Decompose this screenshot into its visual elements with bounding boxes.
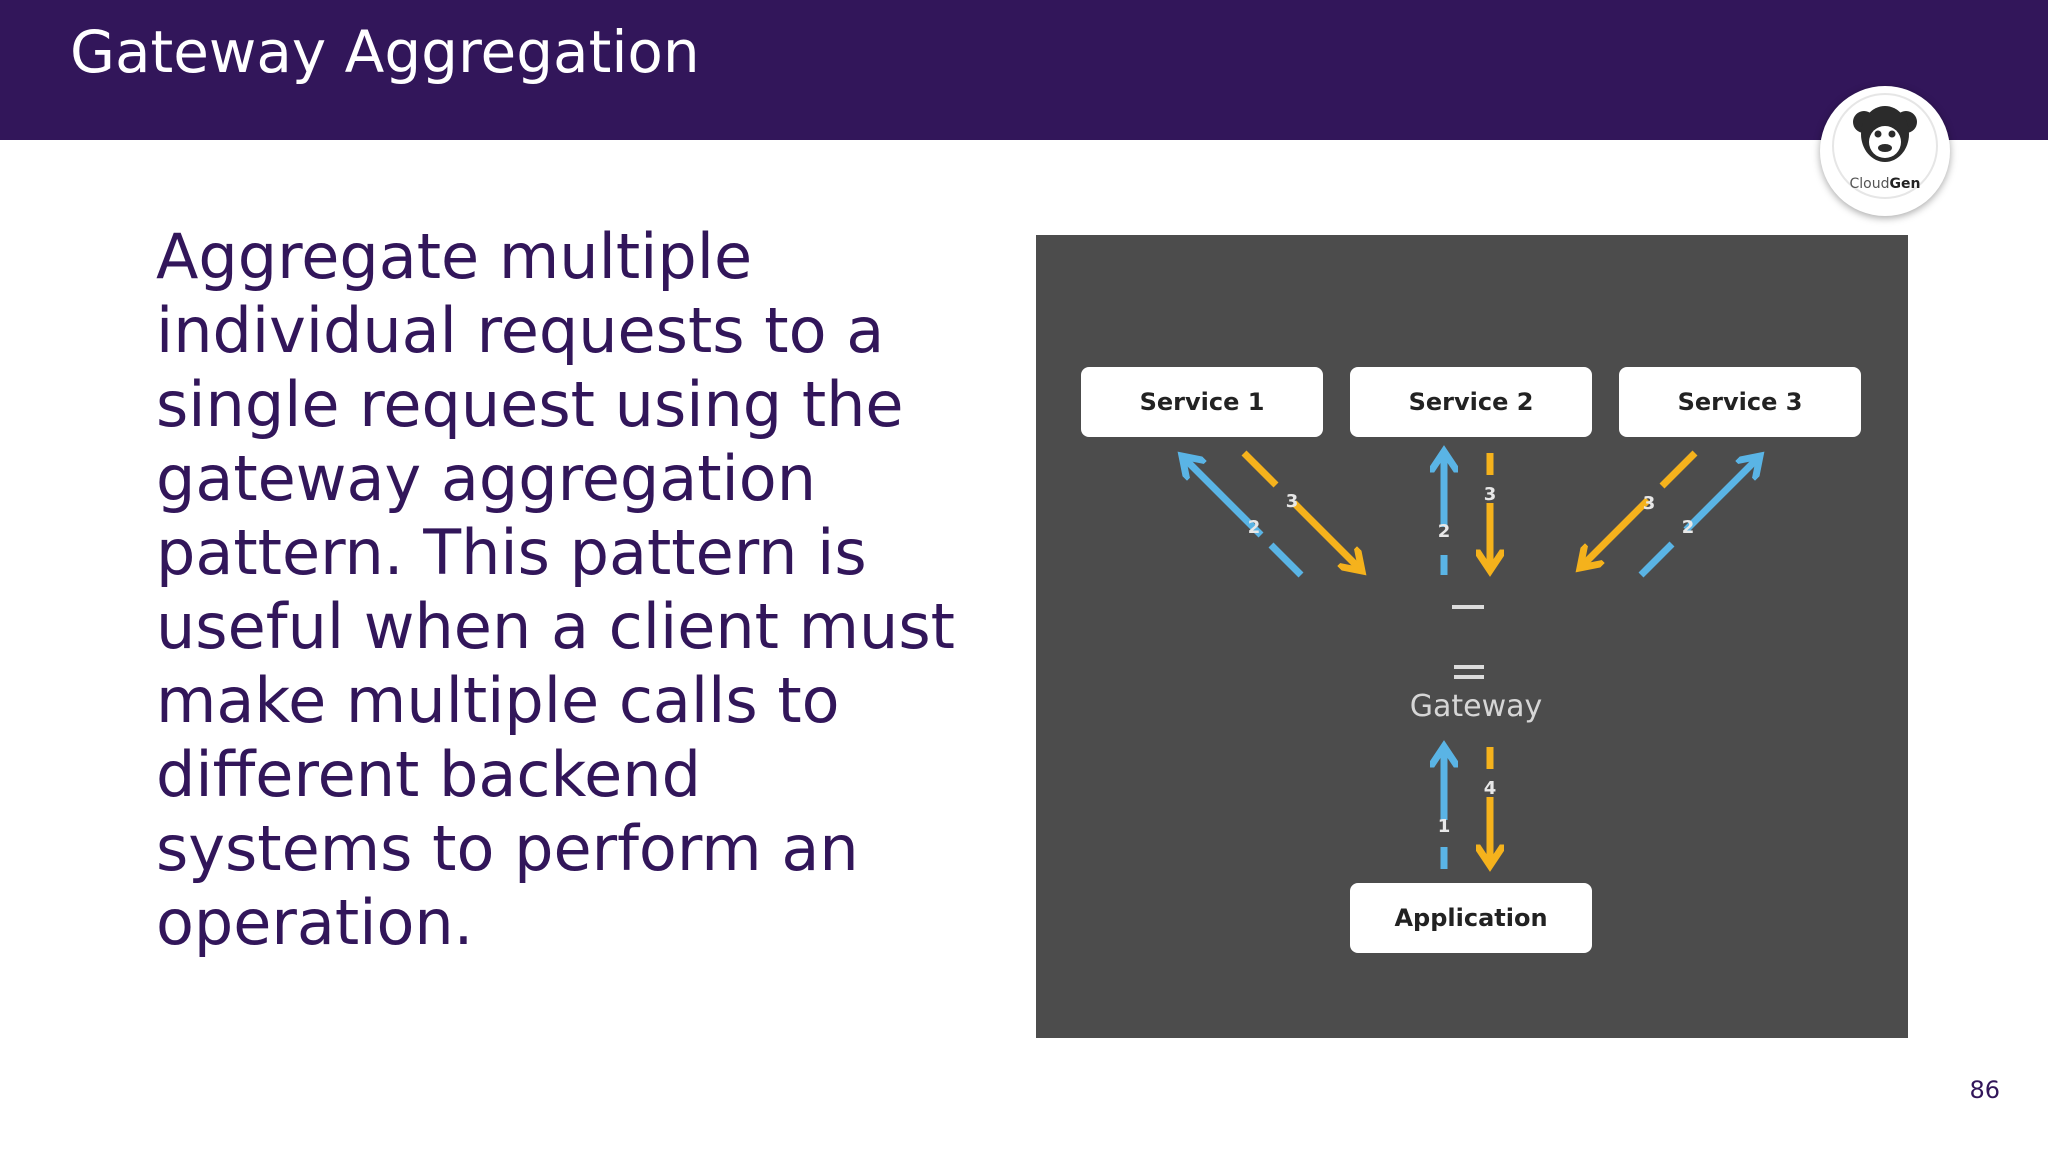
service-3-box: Service 3 (1619, 367, 1861, 437)
service1-request-arrow (1186, 460, 1304, 578)
service3-request-arrow (1638, 460, 1756, 578)
gateway-aggregation-diagram: 3 2 3 2 3 2 4 1 Service 1 Service 2 Serv… (1036, 235, 1908, 1038)
application-box: Application (1350, 883, 1592, 953)
diagram-arrows: 3 2 3 2 3 2 4 1 (1036, 235, 1908, 1038)
step-label: 2 (1682, 517, 1695, 538)
step-label: 1 (1438, 816, 1451, 837)
step-label: 4 (1484, 778, 1497, 799)
service3-response-arrow (1584, 450, 1698, 564)
monkey-icon (1832, 93, 1938, 199)
description-text: Aggregate multiple individual requests t… (156, 220, 955, 959)
step-label: 3 (1484, 484, 1497, 505)
page-title: Gateway Aggregation (70, 18, 700, 86)
gateway-label: Gateway (1409, 689, 1543, 724)
title-bar: Gateway Aggregation (0, 0, 2048, 140)
step-label: 3 (1286, 491, 1299, 512)
service1-response-arrow (1241, 450, 1358, 567)
service-1-box: Service 1 (1081, 367, 1323, 437)
step-label: 3 (1643, 493, 1656, 514)
service-2-box: Service 2 (1350, 367, 1592, 437)
page-number: 86 (1969, 1076, 2000, 1104)
step-label: 2 (1248, 517, 1261, 538)
logo-wordmark: CloudGen (1849, 176, 1921, 192)
step-label: 2 (1438, 521, 1451, 542)
cloudgen-logo: CloudGen (1820, 86, 1950, 216)
